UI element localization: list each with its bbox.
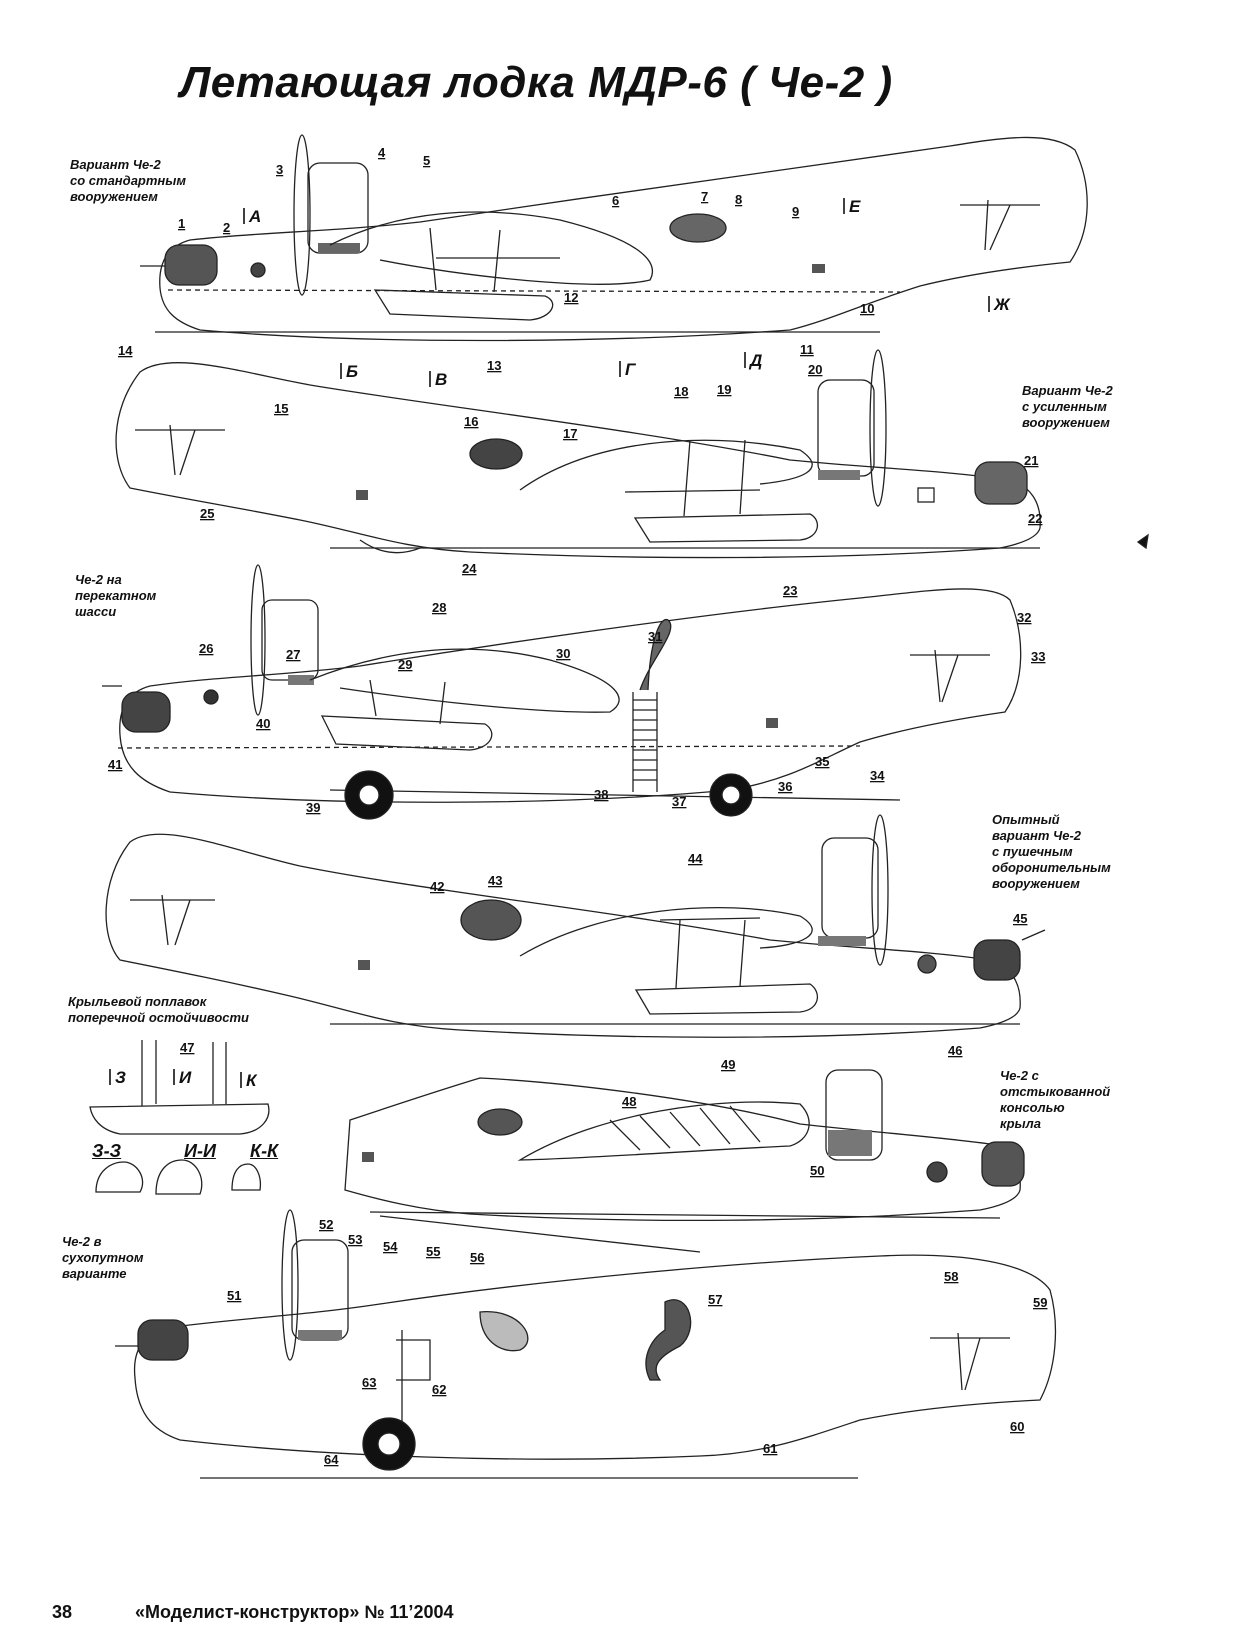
section-label: К-К	[250, 1141, 279, 1161]
section-label: З-З	[92, 1141, 122, 1161]
callout-40: 40	[256, 716, 270, 731]
aircraft-profile-detached	[344, 1069, 1025, 1253]
corner-mark	[1136, 533, 1149, 550]
callout-38: 38	[594, 787, 608, 802]
callout-41: 41	[108, 757, 122, 772]
callout-43: 43	[488, 873, 502, 888]
callout-19: 19	[717, 382, 731, 397]
callout-60: 60	[1010, 1419, 1024, 1434]
callout-21: 21	[1024, 453, 1038, 468]
caption-wing-float: Крыльевой поплавок поперечной остойчивос…	[68, 994, 249, 1025]
caption-rolling-chassis: Че-2 на перекатном шасси	[75, 572, 157, 619]
callout-4: 4	[378, 145, 386, 160]
callout-51: 51	[227, 1288, 241, 1303]
callout-47: 47	[180, 1040, 194, 1055]
wing-float-diagram	[89, 1040, 270, 1195]
caption-standard: Вариант Че-2 со стандартным вооружением	[70, 157, 186, 204]
callout-10: 10	[860, 301, 874, 316]
callout-8: 8	[735, 192, 742, 207]
callout-57: 57	[708, 1292, 722, 1307]
callout-26: 26	[199, 641, 213, 656]
callout-14: 14	[118, 343, 133, 358]
callout-27: 27	[286, 647, 300, 662]
callout-52: 52	[319, 1217, 333, 1232]
section-letter-2: Б	[346, 362, 358, 381]
callout-1: 1	[178, 216, 185, 231]
callout-30: 30	[556, 646, 570, 661]
callout-61: 61	[763, 1441, 777, 1456]
section-letter-8: З	[115, 1068, 126, 1087]
callout-15: 15	[274, 401, 288, 416]
callout-11: 11	[800, 342, 814, 357]
callout-13: 13	[487, 358, 501, 373]
section-letter-5: Д	[748, 351, 762, 370]
callout-20: 20	[808, 362, 822, 377]
callout-62: 62	[432, 1382, 446, 1397]
callout-53: 53	[348, 1232, 362, 1247]
aircraft-profile-cannon	[105, 814, 1046, 1038]
callout-54: 54	[383, 1239, 398, 1254]
callout-45: 45	[1013, 911, 1027, 926]
callout-16: 16	[464, 414, 478, 429]
callout-28: 28	[432, 600, 446, 615]
callout-35: 35	[815, 754, 829, 769]
section-letter-9: И	[179, 1068, 192, 1087]
callout-17: 17	[563, 426, 577, 441]
section-letter-3: В	[435, 370, 447, 389]
callout-2: 2	[223, 220, 230, 235]
aircraft-profile-land	[115, 1209, 1057, 1479]
callout-7: 7	[701, 189, 708, 204]
callout-6: 6	[612, 193, 619, 208]
callout-56: 56	[470, 1250, 484, 1265]
callout-58: 58	[944, 1269, 958, 1284]
callout-63: 63	[362, 1375, 376, 1390]
callout-29: 29	[398, 657, 412, 672]
section-letter-6: Е	[849, 197, 861, 216]
callout-46: 46	[948, 1043, 962, 1058]
section-letter-7: Ж	[993, 295, 1011, 314]
callout-32: 32	[1017, 610, 1031, 625]
section-letter-10: К	[246, 1071, 258, 1090]
section-letters: А Б В Г Д Е Ж З И К	[109, 197, 1011, 1090]
callout-59: 59	[1033, 1295, 1047, 1310]
caption-reinforced: Вариант Че-2 с усиленным вооружением	[1022, 383, 1113, 430]
aircraft-profile-reinforced	[115, 349, 1041, 559]
page-number: 38	[52, 1602, 73, 1622]
callout-37: 37	[672, 794, 686, 809]
callout-39: 39	[306, 800, 320, 815]
callout-25: 25	[200, 506, 214, 521]
callout-36: 36	[778, 779, 792, 794]
callout-44: 44	[688, 851, 703, 866]
aircraft-profile-standard	[140, 134, 1088, 342]
section-letter-4: Г	[625, 360, 637, 379]
section-letter-1: А	[248, 207, 261, 226]
caption-land-variant: Че-2 в сухопутном варианте	[62, 1234, 144, 1281]
callout-22: 22	[1028, 511, 1042, 526]
callout-48: 48	[622, 1094, 636, 1109]
callout-55: 55	[426, 1244, 440, 1259]
callout-3: 3	[276, 162, 283, 177]
callout-42: 42	[430, 879, 444, 894]
callout-23: 23	[783, 583, 797, 598]
aircraft-profile-rolling	[102, 564, 1022, 820]
callout-34: 34	[870, 768, 885, 783]
callout-50: 50	[810, 1163, 824, 1178]
magazine-title: «Моделист-конструктор» № 11’2004	[135, 1602, 454, 1622]
callout-64: 64	[324, 1452, 339, 1467]
callout-24: 24	[462, 561, 477, 576]
callout-5: 5	[423, 153, 430, 168]
callout-9: 9	[792, 204, 799, 219]
page-title: Летающая лодка МДР-6 ( Че-2 )	[180, 58, 893, 107]
callout-49: 49	[721, 1057, 735, 1072]
callout-31: 31	[648, 629, 662, 644]
callout-12: 12	[564, 290, 578, 305]
caption-detached-wing: Че-2 с отстыкованной консолью крыла	[1000, 1068, 1111, 1131]
section-label: И-И	[184, 1141, 216, 1161]
callout-33: 33	[1031, 649, 1045, 664]
callout-18: 18	[674, 384, 688, 399]
caption-cannon: Опытный вариант Че-2 с пушечным оборонит…	[992, 812, 1111, 891]
